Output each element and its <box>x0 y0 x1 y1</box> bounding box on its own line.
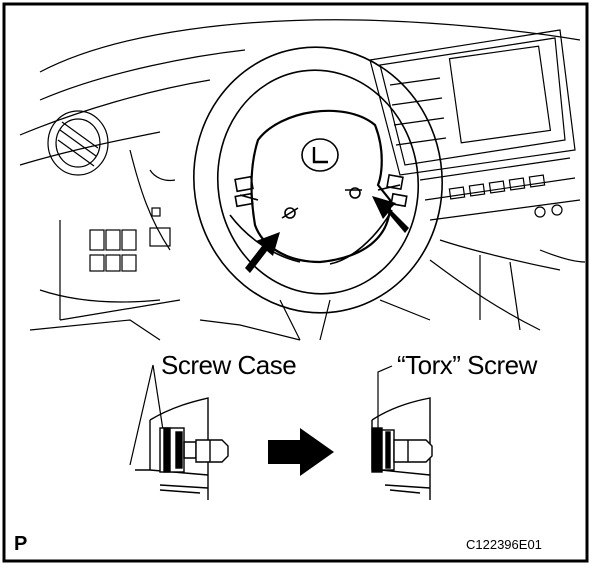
bold-arrow-icon <box>245 196 409 273</box>
figure-border <box>2 2 589 563</box>
dashboard-linework <box>19 19 586 341</box>
right-arrow-icon <box>268 428 334 476</box>
figure-code: C122396E01 <box>466 537 542 552</box>
leader-lines <box>129 364 393 466</box>
torx-screw-detail <box>371 397 433 500</box>
screw-case-detail <box>135 397 229 500</box>
page-marker: P <box>14 533 28 555</box>
steering-wheel <box>193 46 443 314</box>
torx-screw-label: “Torx” Screw <box>397 350 537 380</box>
screw-case-label: Screw Case <box>161 350 297 380</box>
